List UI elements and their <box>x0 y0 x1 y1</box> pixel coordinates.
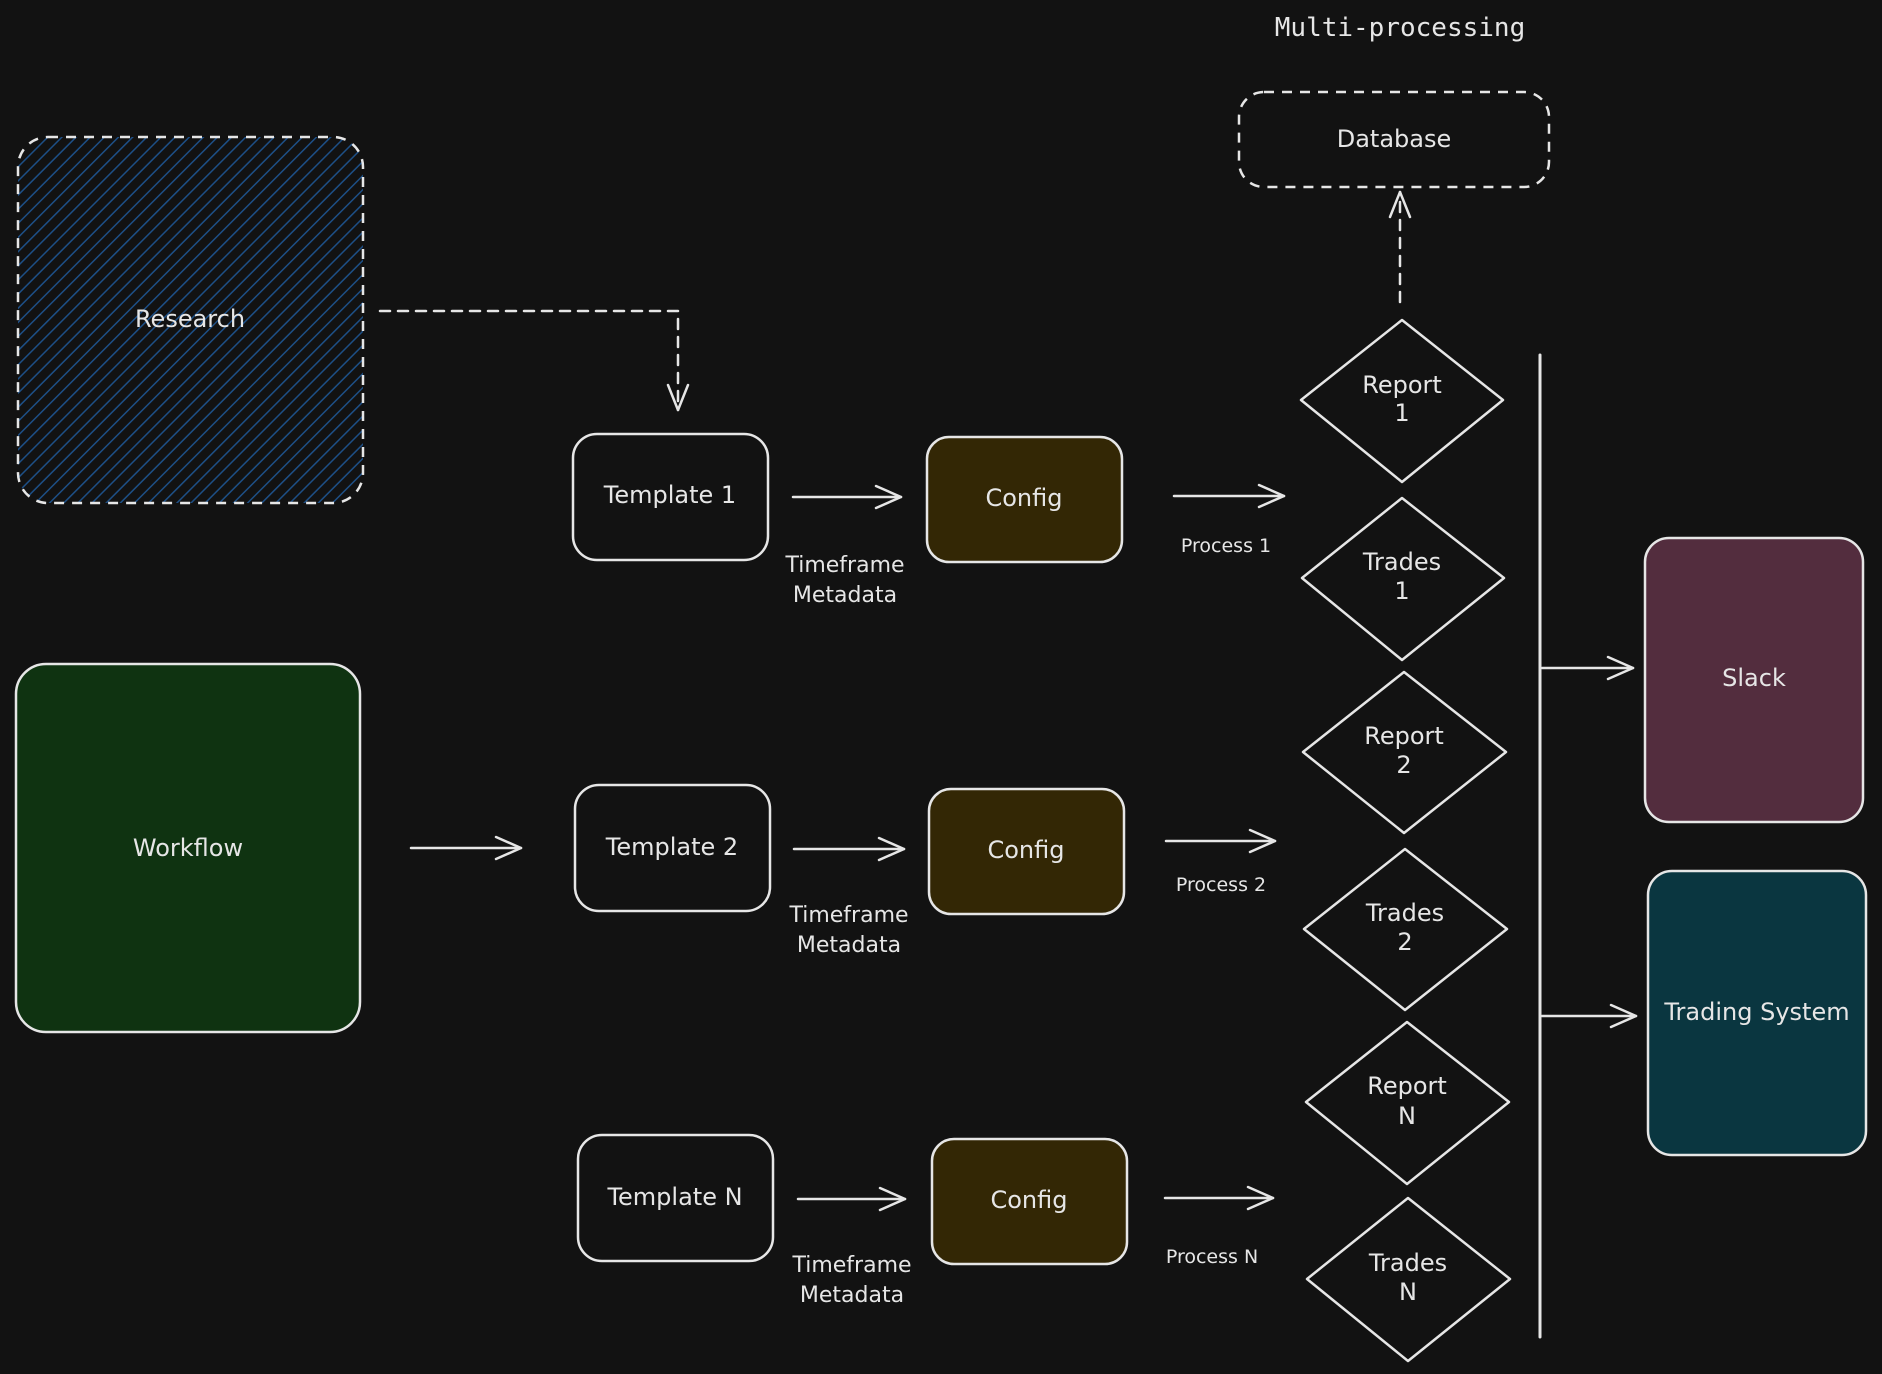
timeframe-n-label-line-2: Metadata <box>800 1283 904 1308</box>
trades-2-line-2: 2 <box>1397 928 1412 956</box>
template-n-label: Template N <box>606 1183 742 1211</box>
trading-system-node[interactable]: Trading System <box>1646 869 1868 1157</box>
report-n-node[interactable]: Report N <box>1304 1020 1511 1186</box>
diagram-title: Multi-processing <box>1275 13 1525 43</box>
config-1-label: Config <box>985 484 1062 512</box>
process-1-label: Process 1 <box>1181 535 1271 557</box>
report-1-node[interactable]: Report 1 <box>1299 318 1505 484</box>
template-1-node[interactable]: Template 1 <box>571 432 770 562</box>
database-label: Database <box>1337 125 1452 153</box>
timeframe-n-label-line-1: Timeframe <box>791 1253 911 1278</box>
slack-node[interactable]: Slack <box>1643 536 1865 824</box>
config-2-node[interactable]: Config <box>927 787 1126 916</box>
trades-n-line-2: N <box>1399 1278 1417 1306</box>
research-to-template-1-arrowhead <box>666 383 690 412</box>
report-2-line-1: Report <box>1364 722 1444 750</box>
trades-2-node[interactable]: Trades 2 <box>1302 847 1509 1012</box>
trades-1-node[interactable]: Trades 1 <box>1300 496 1506 662</box>
template-1-label: Template 1 <box>603 481 736 509</box>
template-n-node[interactable]: Template N <box>576 1133 775 1263</box>
report-n-line-1: Report <box>1367 1072 1447 1100</box>
report-n-line-2: N <box>1398 1102 1416 1130</box>
bus-to-slack-arrowhead <box>1606 655 1635 681</box>
trading-system-label: Trading System <box>1663 998 1849 1026</box>
research-to-template-1-connector <box>378 309 680 412</box>
config-2-label: Config <box>987 836 1064 864</box>
timeframe-2-label-line-1: Timeframe <box>788 903 908 928</box>
process-n-label: Process N <box>1166 1246 1258 1268</box>
config-1-node[interactable]: Config <box>925 435 1124 564</box>
template-2-label: Template 2 <box>605 833 738 861</box>
report-2-line-2: 2 <box>1396 751 1411 779</box>
config-n-node[interactable]: Config <box>930 1137 1129 1266</box>
workflow-to-template-2-arrowhead <box>494 835 523 861</box>
slack-label: Slack <box>1722 664 1786 692</box>
report-to-database-arrowhead <box>1388 190 1412 219</box>
report-1-line-2: 1 <box>1394 399 1409 427</box>
timeframe-2-label-line-2: Metadata <box>797 933 901 958</box>
config-n-to-process-arrowhead <box>1246 1185 1275 1211</box>
research-label: Research <box>135 305 245 333</box>
bus-to-trading-system-arrowhead <box>1609 1003 1638 1029</box>
timeframe-1-label-line-1: Timeframe <box>784 553 904 578</box>
research-node[interactable]: Research <box>16 135 365 505</box>
report-2-node[interactable]: Report 2 <box>1301 670 1508 835</box>
database-node[interactable]: Database <box>1237 90 1551 189</box>
trades-1-line-1: Trades <box>1362 548 1441 576</box>
template-2-node[interactable]: Template 2 <box>573 783 772 913</box>
config-1-to-process-arrowhead <box>1257 483 1286 509</box>
workflow-label: Workflow <box>133 834 243 862</box>
template-2-to-config-2-arrowhead <box>877 836 906 862</box>
trades-2-line-1: Trades <box>1365 899 1444 927</box>
report-1-line-1: Report <box>1362 371 1442 399</box>
process-2-label: Process 2 <box>1176 874 1266 896</box>
template-1-to-config-1-arrowhead <box>874 484 903 510</box>
config-2-to-process-arrowhead <box>1248 828 1277 854</box>
template-n-to-config-n-arrowhead <box>878 1186 907 1212</box>
timeframe-1-label-line-2: Metadata <box>793 583 897 608</box>
trades-n-node[interactable]: Trades N <box>1305 1196 1512 1363</box>
trades-n-line-1: Trades <box>1368 1249 1447 1277</box>
trades-1-line-2: 1 <box>1394 577 1409 605</box>
config-n-label: Config <box>990 1186 1067 1214</box>
workflow-node[interactable]: Workflow <box>14 662 362 1034</box>
